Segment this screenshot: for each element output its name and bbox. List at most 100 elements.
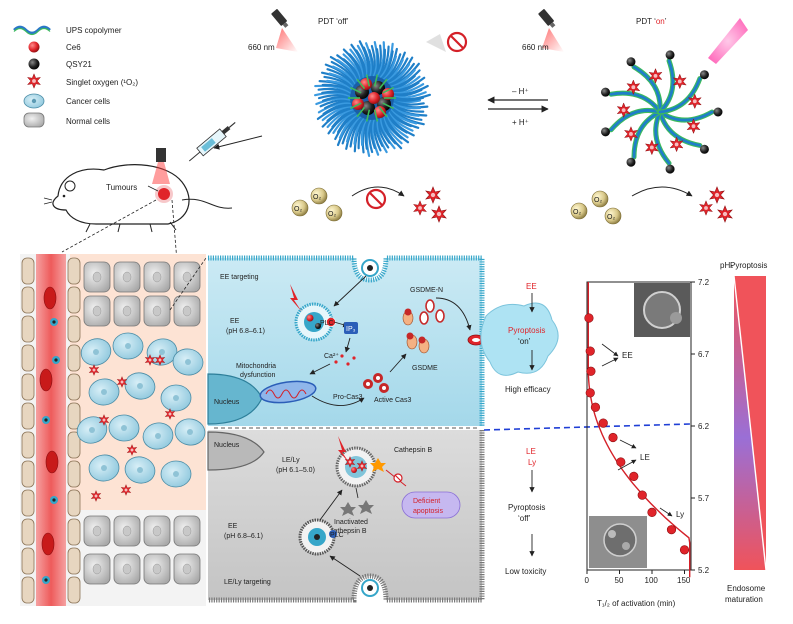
- pdt-on-title: PDT ‘on’: [636, 17, 667, 26]
- ups-copolymer-icon: [13, 25, 51, 35]
- pyroptotic-cell: [480, 302, 559, 376]
- svg-text:EE: EE: [230, 318, 240, 325]
- svg-text:O₂: O₂: [607, 214, 615, 221]
- minus-h-label: – H⁺: [512, 87, 529, 96]
- data-point-5: [598, 418, 608, 428]
- data-point-11: [666, 525, 677, 535]
- svg-text:Pyroptosis: Pyroptosis: [508, 503, 545, 512]
- svg-text:‘off’: ‘off’: [518, 514, 531, 523]
- o2-row-left: O₂ O₂ O₂: [291, 186, 447, 223]
- legend-ups: UPS copolymer: [66, 26, 122, 35]
- data-point-6: [608, 432, 618, 443]
- membrane-pore-icon: [467, 334, 485, 346]
- prohibit-icon-top: [426, 31, 468, 53]
- deficient-apoptosis-badge: Deficient apoptosis: [401, 491, 461, 519]
- data-point-9: [637, 490, 647, 500]
- fit-curve: [587, 282, 691, 578]
- svg-text:LE: LE: [526, 447, 536, 456]
- svg-text:Nucleus: Nucleus: [214, 399, 240, 406]
- fluorescence-glow-icon: [708, 18, 748, 64]
- legend-normal: Normal cells: [66, 117, 110, 126]
- data-point-10: [647, 507, 657, 518]
- x-tick-label-3: 150: [677, 576, 691, 585]
- x-tick-label-0: 0: [585, 576, 590, 585]
- micrograph-bottom: [589, 516, 647, 568]
- svg-text:IP₃: IP₃: [346, 326, 356, 333]
- mitochondria-icon: [259, 380, 317, 404]
- data-point-2: [586, 366, 596, 376]
- svg-text:High efficacy: High efficacy: [505, 385, 551, 394]
- svg-text:Endosome: Endosome: [727, 584, 766, 593]
- ee-targeting-label: EE targeting: [220, 274, 259, 281]
- svg-text:Pyroptosis: Pyroptosis: [508, 326, 545, 335]
- equilibrium-arrows: – H⁺ + H⁺: [487, 87, 549, 127]
- svg-text:Mitochondria: Mitochondria: [236, 363, 276, 370]
- data-point-4: [590, 402, 601, 412]
- svg-text:Pro-Cas3: Pro-Cas3: [333, 394, 363, 401]
- laser-left-icon: [271, 9, 289, 28]
- svg-text:maturation: maturation: [725, 595, 763, 604]
- svg-text:O₂: O₂: [328, 211, 336, 218]
- svg-text:‘on’: ‘on’: [518, 337, 531, 346]
- svg-text:EE: EE: [526, 282, 537, 291]
- svg-text:O₂: O₂: [594, 197, 602, 204]
- svg-text:(pH 6.8–6.1): (pH 6.8–6.1): [226, 328, 265, 335]
- nm-left: 660 nm: [248, 43, 275, 52]
- data-point-3: [585, 388, 595, 398]
- nucleus-bottom: [207, 431, 265, 471]
- svg-text:Nucleus: Nucleus: [214, 442, 240, 449]
- y-axis-label: pHₛ: [720, 261, 733, 270]
- data-point-7: [616, 457, 626, 467]
- y-tick-label-0: 7.2: [698, 278, 710, 287]
- svg-text:PLC: PLC: [330, 532, 344, 539]
- data-point-12: [679, 545, 690, 555]
- svg-text:GSDME: GSDME: [412, 365, 438, 372]
- tissue-panel: [20, 254, 206, 606]
- pyroptosis-gradient-bar: Pyroptosis Endosome maturation: [725, 261, 767, 604]
- ip3-icon: IP₃: [344, 322, 358, 334]
- svg-text:LE/Ly: LE/Ly: [282, 457, 300, 464]
- svg-text:O₂: O₂: [573, 209, 581, 216]
- x-axis-label: T₁/₂ of activation (min): [597, 599, 676, 608]
- legend: UPS copolymer Ce6 QSY21 Singlet oxygen (…: [13, 25, 138, 128]
- svg-text:apoptosis: apoptosis: [413, 508, 443, 515]
- svg-text:EE: EE: [228, 523, 238, 530]
- syringe-icon: [188, 121, 236, 162]
- svg-text:Active Cas3: Active Cas3: [374, 397, 411, 404]
- svg-text:Low toxicity: Low toxicity: [505, 567, 546, 576]
- laser-mouse-icon: [152, 148, 170, 184]
- svg-text:Pyroptosis: Pyroptosis: [730, 261, 767, 270]
- y-tick-label-2: 6.2: [698, 422, 710, 431]
- micelle-on: [600, 50, 723, 174]
- qsy21-icon: [28, 58, 40, 70]
- region-label-le: LE: [640, 453, 650, 462]
- laser-right-icon: [538, 9, 556, 28]
- svg-text:dysfunction: dysfunction: [240, 372, 276, 379]
- svg-text:Ly: Ly: [528, 458, 536, 467]
- region-label-ly: Ly: [676, 510, 684, 519]
- ce6-icon: [28, 41, 40, 53]
- y-tick-label-1: 6.7: [698, 350, 710, 359]
- pdt-on-panel: 660 nm PDT ‘on’: [522, 9, 748, 174]
- lely-targeting-label: LE/Ly targeting: [224, 579, 271, 586]
- svg-text:(pH 6.8–6.1): (pH 6.8–6.1): [224, 533, 263, 540]
- legend-qsy: QSY21: [66, 60, 92, 69]
- gsdme-icons: [402, 299, 445, 354]
- prohibit-icon-bottom: [365, 188, 387, 210]
- tumours-label: Tumours: [106, 183, 137, 192]
- nm-right: 660 nm: [522, 43, 549, 52]
- plus-h-label: + H⁺: [512, 118, 529, 127]
- svg-text:PLC: PLC: [320, 320, 334, 327]
- mouse-illustration: Tumours: [43, 121, 263, 595]
- svg-text:Inactivated: Inactivated: [334, 519, 368, 526]
- svg-text:Deficient: Deficient: [413, 498, 440, 505]
- svg-text:cathepsin B: cathepsin B: [330, 528, 367, 535]
- legend-ce6: Ce6: [66, 43, 81, 52]
- o2-row-right: O₂ O₂ O₂: [570, 186, 733, 225]
- data-point-0: [584, 313, 594, 323]
- x-tick-label-1: 50: [615, 576, 624, 585]
- pdt-off-panel: 660 nm PDT ‘off’: [248, 9, 468, 158]
- svg-text:(pH 6.1–5.0): (pH 6.1–5.0): [276, 467, 315, 474]
